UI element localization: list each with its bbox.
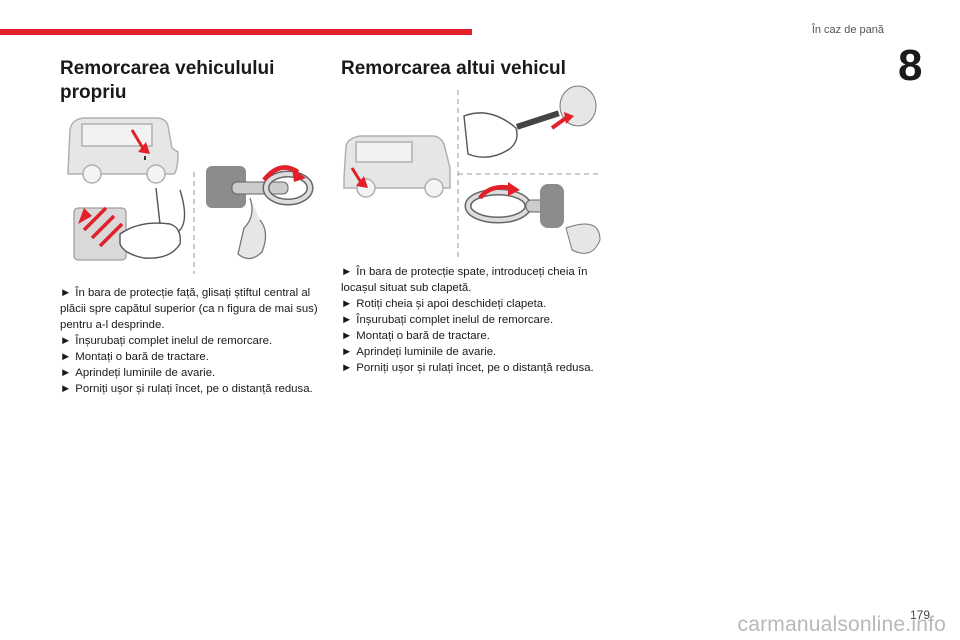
insert-arrow bbox=[550, 116, 568, 130]
hand-key-clap bbox=[463, 85, 597, 158]
step: ►În bara de protecție spate, introduceți… bbox=[341, 266, 588, 294]
step: ►Porniți ușor și rulați încet, pe o dist… bbox=[60, 383, 313, 395]
towing-eye-rear bbox=[464, 184, 601, 254]
pointer-arrowhead bbox=[138, 142, 150, 154]
step: ►Montați o bară de tractare. bbox=[341, 330, 490, 342]
slide-arrows bbox=[82, 206, 124, 248]
left-heading: Remorcarea vehiculului propriu bbox=[60, 58, 275, 103]
step: ►Rotiți cheia și apoi deschideți clapeta… bbox=[341, 298, 547, 310]
step: ►Aprindeți luminile de avarie. bbox=[60, 367, 216, 379]
right-steps: ►În bara de protecție spate, introduceți… bbox=[341, 264, 603, 376]
step: ►Aprindeți luminile de avarie. bbox=[341, 346, 497, 358]
step: ►Porniți ușor și rulați încet, pe o dist… bbox=[341, 362, 594, 374]
left-steps: ►În bara de protecție față, glisați știf… bbox=[60, 285, 322, 397]
rear-towing-illustration bbox=[343, 85, 602, 260]
step: ►Montați o bară de tractare. bbox=[60, 351, 209, 363]
section-title: În caz de pană bbox=[811, 24, 884, 36]
accent-bar bbox=[0, 29, 472, 35]
step: ►Înșurubați complet inelul de remorcare. bbox=[341, 314, 554, 326]
right-heading: Remorcarea altui vehicul bbox=[341, 58, 566, 79]
watermark: carmanualsonline.info bbox=[737, 613, 946, 636]
chapter-number: 8 bbox=[898, 41, 923, 90]
van-front-view bbox=[67, 117, 179, 184]
front-towing-illustration bbox=[67, 117, 314, 274]
step: ►În bara de protecție față, glisați știf… bbox=[60, 287, 318, 331]
towing-eye-front bbox=[206, 166, 314, 260]
page-number: 179 bbox=[909, 608, 930, 622]
step: ►Înșurubați complet inelul de remorcare. bbox=[60, 335, 273, 347]
pointer-arrow bbox=[130, 129, 146, 151]
van-rear-view bbox=[343, 135, 451, 198]
hand-slide-pin bbox=[73, 187, 186, 261]
